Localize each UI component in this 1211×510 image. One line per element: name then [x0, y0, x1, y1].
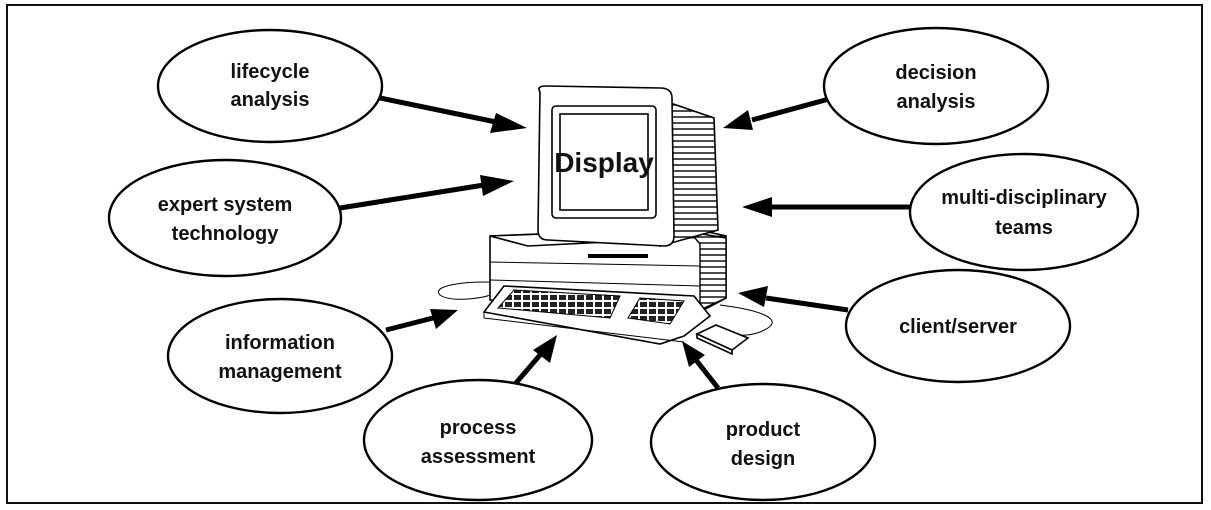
computer-illustration: Display [437, 85, 773, 356]
arrow-client-server [738, 286, 849, 313]
node-process-assessment: process assessment [362, 378, 594, 502]
display-label: Display [554, 147, 654, 178]
node-expert-system-technology: expert system technology [107, 158, 343, 278]
node-product-design: product design [649, 382, 877, 502]
node-label-line: analysis [231, 89, 310, 111]
node-label-line: expert system [158, 194, 293, 216]
node-label-line: product [726, 419, 801, 441]
arrow-decision-analysis [723, 93, 841, 130]
node-client-server: client/server [844, 268, 1072, 384]
arrow-multi-disciplinary-teams [742, 197, 912, 217]
arrows [339, 93, 912, 392]
monitor: Display [537, 85, 719, 248]
keyboard [482, 285, 712, 345]
node-label-line: process [440, 417, 517, 439]
node-label-line: analysis [897, 91, 976, 113]
arrow-product-design [682, 341, 720, 390]
node-label-line: lifecycle [231, 61, 310, 83]
node-label-line: decision [895, 62, 976, 84]
arrow-process-assessment [508, 335, 557, 392]
node-label-line: information [225, 332, 335, 354]
node-decision-analysis: decision analysis [822, 26, 1050, 146]
arrow-information-management [385, 309, 458, 333]
keyboard-cable [437, 281, 506, 300]
node-label-line: multi-disciplinary [941, 187, 1107, 209]
arrow-lifecycle-analysis [379, 95, 527, 133]
node-label-line: technology [172, 223, 280, 245]
node-label-line: client/server [899, 316, 1017, 338]
node-multi-disciplinary-teams: multi-disciplinary teams [908, 152, 1140, 272]
arrow-expert-system-technology [339, 175, 514, 211]
node-label-line: management [218, 361, 342, 383]
mouse [695, 324, 750, 356]
node-label-line: assessment [421, 446, 536, 468]
node-information-management: information management [166, 297, 394, 415]
node-label-line: design [731, 448, 795, 470]
node-label-line: teams [995, 217, 1053, 239]
node-lifecycle-analysis: lifecycle analysis [156, 28, 384, 144]
